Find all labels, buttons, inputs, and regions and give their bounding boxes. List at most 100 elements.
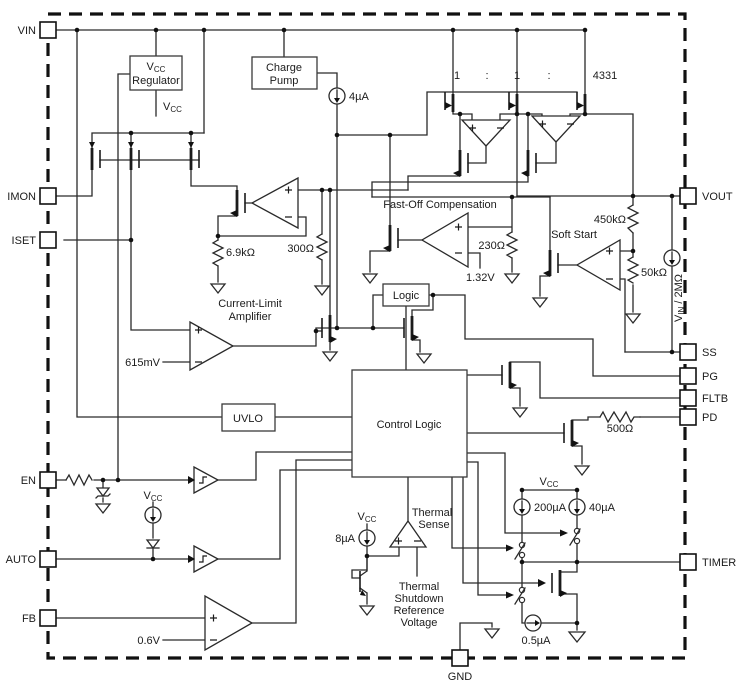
sense-amp-b <box>530 115 582 143</box>
thermal-sense-amplifier <box>388 519 428 548</box>
diode-auto-pullup <box>145 539 161 550</box>
imon-amplifier <box>250 176 299 230</box>
amplifiers <box>188 115 621 652</box>
soft-start-nmos <box>543 250 559 277</box>
svg-text:TIMER: TIMER <box>702 557 736 569</box>
label-615mv: 615mV <box>125 357 161 369</box>
svg-text:VCC: VCC <box>147 61 166 74</box>
fb-comparator <box>204 594 254 652</box>
svg-text:VIN: VIN <box>18 25 36 37</box>
timer-nmos <box>538 570 567 597</box>
svg-text:PD: PD <box>702 412 717 424</box>
svg-text:UVLO: UVLO <box>233 413 263 425</box>
soft-start-amplifier <box>575 238 621 292</box>
vcc-8ua-label: VCC <box>358 511 377 524</box>
pin-imon: IMON <box>7 187 57 205</box>
current-source-en <box>144 506 162 524</box>
label-fast-off: Fast-Off Compensation <box>383 199 497 211</box>
ratio-colon-b: : <box>547 70 550 82</box>
pin-en: EN <box>21 471 57 489</box>
label-4ua: 4µA <box>349 91 369 103</box>
pin-fb: FB <box>22 609 57 627</box>
pin-pd: PD <box>679 408 717 426</box>
svg-text:Control Logic: Control Logic <box>377 419 442 431</box>
resistor-300 <box>315 233 329 261</box>
en-schmitt-buffer <box>188 465 220 495</box>
pins: VIN IMON ISET EN AUTO FB VOUT SS PG FLTB… <box>6 21 736 683</box>
ratio-colon-a: : <box>485 70 488 82</box>
power-fet-2 <box>508 92 519 112</box>
svg-text:AUTO: AUTO <box>6 554 37 566</box>
label-thermal-ref-2: Shutdown <box>395 593 444 605</box>
label-50k: 50kΩ <box>641 267 667 279</box>
current-limit-nmos <box>321 315 337 343</box>
svg-text:Charge: Charge <box>266 62 302 74</box>
zener-diode-en <box>95 487 111 499</box>
sense-nmos-b <box>521 150 537 177</box>
switch-0_5ua <box>506 586 526 605</box>
transistors <box>89 92 587 597</box>
svg-text:Pump: Pump <box>270 75 299 87</box>
label-thermal-ref-4: Voltage <box>401 617 438 629</box>
svg-text:GND: GND <box>448 671 473 683</box>
mirror-pmos-3 <box>188 142 200 170</box>
label-500: 500Ω <box>607 423 634 435</box>
label-thermal-sense-2: Sense <box>418 519 449 531</box>
svg-text:FLTB: FLTB <box>702 393 728 405</box>
logic-block: Logic <box>382 283 430 307</box>
label-0_5ua: 0.5µA <box>522 635 552 647</box>
wires <box>55 29 681 651</box>
power-fet-3 <box>576 92 587 112</box>
current-source-vin-2m <box>663 249 681 267</box>
resistor-en <box>65 473 93 487</box>
pin-vin: VIN <box>18 21 57 39</box>
current-source-8ua <box>358 529 376 547</box>
label-1_32v: 1.32V <box>466 272 495 284</box>
label-0_6v: 0.6V <box>137 635 160 647</box>
label-6_9k: 6.9kΩ <box>226 247 255 259</box>
junction-dots <box>74 27 675 626</box>
vcc-out-label: VCC <box>163 101 182 114</box>
svg-text:VOUT: VOUT <box>702 191 733 203</box>
ic-boundary <box>46 12 687 660</box>
label-450k: 450kΩ <box>594 214 626 226</box>
switch-200ua <box>506 541 526 560</box>
ratio-1a: 1 <box>454 70 460 82</box>
power-fet-1 <box>444 92 455 112</box>
pin-gnd: GND <box>448 649 473 683</box>
label-230: 230Ω <box>478 240 505 252</box>
current-sources <box>144 87 681 632</box>
ratio-1b: 1 <box>514 70 520 82</box>
auto-schmitt-buffer <box>188 544 220 574</box>
svg-text:PG: PG <box>702 371 718 383</box>
vcc-en-label: VCC <box>144 490 163 503</box>
pin-auto: AUTO <box>6 550 57 568</box>
label-40ua: 40µA <box>589 502 616 514</box>
label-soft-start: Soft Start <box>551 229 597 241</box>
label-8ua: 8µA <box>335 533 355 545</box>
current-limit-amplifier <box>189 320 235 372</box>
svg-text:IMON: IMON <box>7 191 36 203</box>
resistor-6_9k <box>211 239 225 267</box>
fltb-nmos <box>501 362 517 389</box>
label-200ua: 200µA <box>534 502 567 514</box>
svg-text:Regulator: Regulator <box>132 75 180 87</box>
resistor-450k <box>626 204 640 234</box>
label-current-limit-1: Current-Limit <box>218 298 282 310</box>
svg-text:Logic: Logic <box>393 290 420 302</box>
control-logic-block: Control Logic <box>351 369 468 478</box>
vcc-timer-label: VCC <box>540 476 559 489</box>
svg-text:ISET: ISET <box>12 235 37 247</box>
label-current-limit-2: Amplifier <box>229 311 272 323</box>
switch-40ua <box>560 527 581 546</box>
mirror-pmos-2 <box>128 142 140 170</box>
diodes <box>95 487 161 550</box>
pin-vout: VOUT <box>679 187 733 205</box>
svg-text:SS: SS <box>702 347 717 359</box>
resistors <box>65 204 641 487</box>
svg-text:FB: FB <box>22 613 36 625</box>
blocks: VCC Regulator Charge Pump Logic Control … <box>129 55 468 478</box>
thermal-bjt <box>359 571 366 596</box>
current-source-200ua <box>513 498 531 516</box>
